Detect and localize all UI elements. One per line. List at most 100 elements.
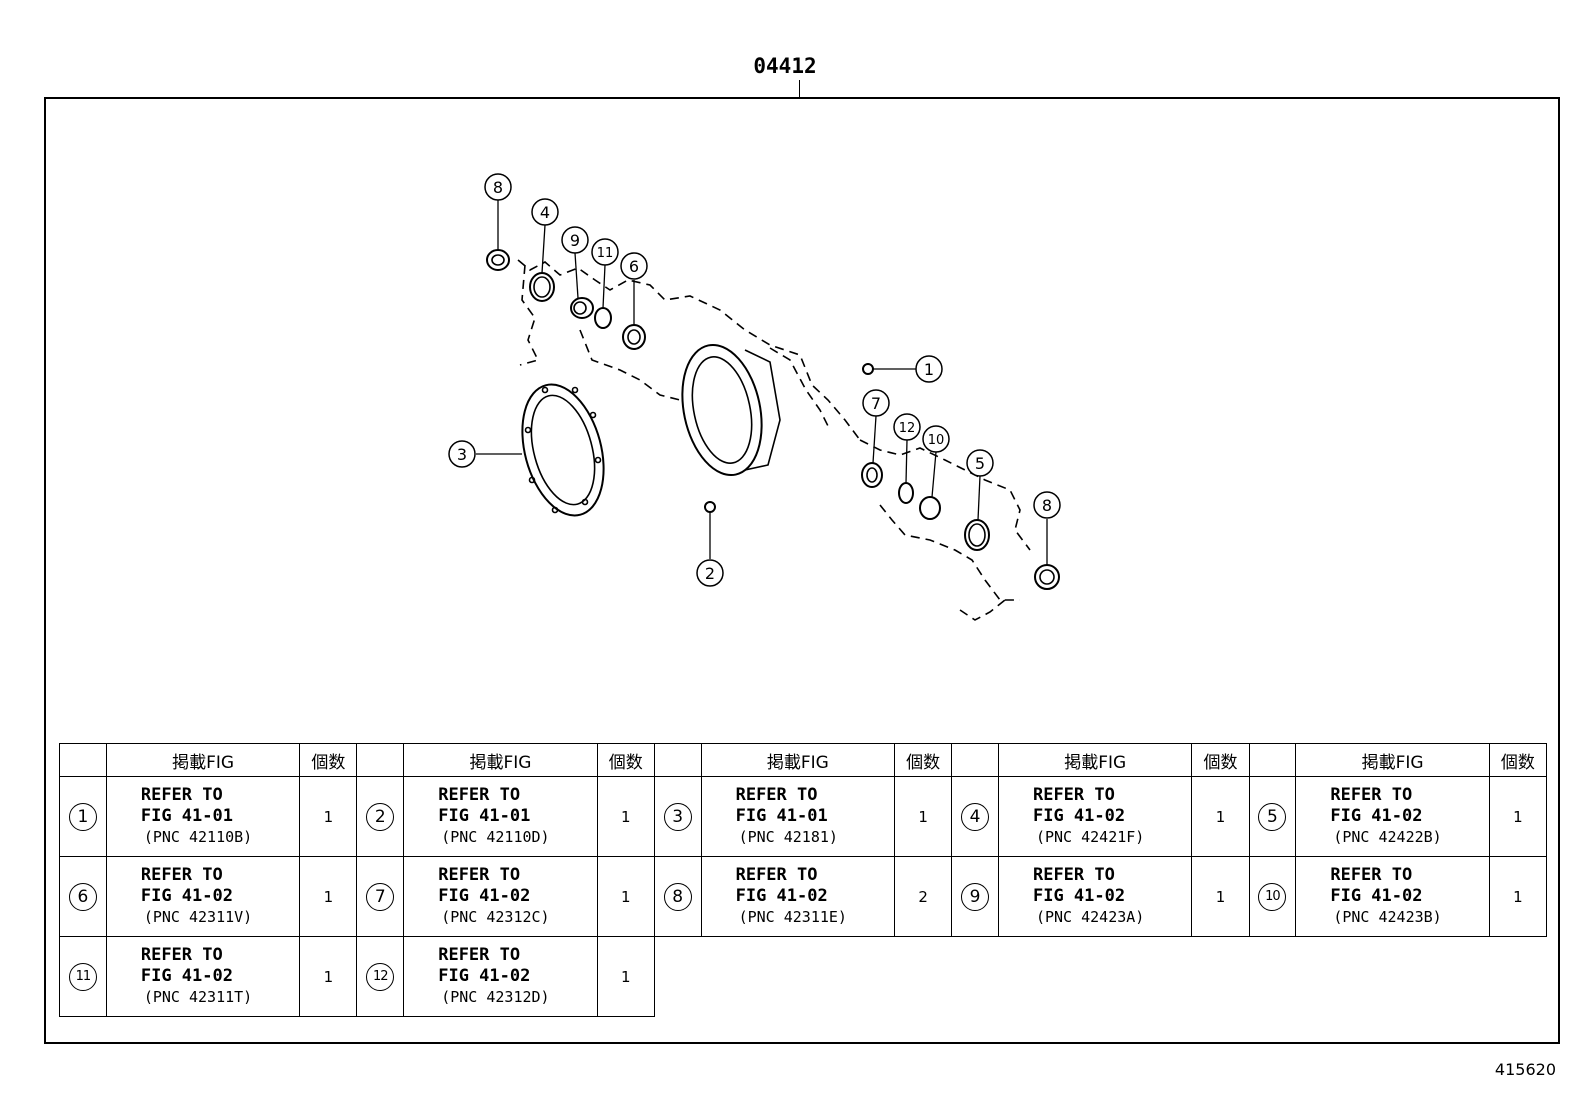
part-8b xyxy=(1034,564,1060,590)
pnc-text: (PNC 42423A) xyxy=(1035,908,1145,926)
header-qty-cell: 個数 xyxy=(894,743,953,777)
part-number-badge: 1 xyxy=(68,802,97,831)
pnc-text: (PNC 42312D) xyxy=(441,988,550,1006)
fig-number-text: FIG 41-02 xyxy=(438,966,531,986)
part-number-cell: 6 xyxy=(59,856,107,937)
fig-number-text: FIG 41-01 xyxy=(140,806,233,826)
callout-3-label: 3 xyxy=(457,445,467,464)
part-number-badge: 8 xyxy=(663,882,692,911)
callout-8b-label: 8 xyxy=(1042,496,1052,515)
callout-circles xyxy=(448,173,1061,587)
part-number-cell: 7 xyxy=(356,856,405,937)
fig-number-text: FIG 41-01 xyxy=(438,806,531,826)
refer-to-text: REFER TO xyxy=(735,865,818,885)
header-fig-cell: 掲載FIG xyxy=(997,743,1193,777)
part-number-badge: 7 xyxy=(366,882,395,911)
header-qty-cell: 個数 xyxy=(1488,743,1548,777)
fig-number-text: FIG 41-02 xyxy=(1330,886,1423,906)
quantity-cell: 1 xyxy=(596,776,655,857)
pnc-text: (PNC 42423B) xyxy=(1333,908,1442,926)
housing-flange xyxy=(681,343,781,477)
part-number-cell: 10 xyxy=(1248,856,1297,937)
callout-8a-label: 8 xyxy=(493,178,503,197)
pnc-text: (PNC 42311T) xyxy=(143,988,253,1006)
header-qty-cell: 個数 xyxy=(596,743,655,777)
header-no-cell xyxy=(59,743,107,777)
quantity-cell: 1 xyxy=(1191,776,1250,857)
refer-to-text: REFER TO xyxy=(1032,865,1115,885)
callout-9-label: 9 xyxy=(570,231,580,250)
fig-number-text: FIG 41-02 xyxy=(438,886,531,906)
gasket-part xyxy=(521,383,605,517)
pnc-text: (PNC 42110D) xyxy=(441,828,550,846)
part-5 xyxy=(964,519,990,551)
header-qty-cell: 個数 xyxy=(1191,743,1250,777)
part-number-cell: 1 xyxy=(59,776,107,857)
refer-to-text: REFER TO xyxy=(140,945,223,965)
header-no-cell xyxy=(356,743,405,777)
callout-11-label: 11 xyxy=(597,246,614,261)
header-no-cell xyxy=(653,743,702,777)
quantity-cell: 1 xyxy=(299,936,358,1017)
pnc-text: (PNC 42312C) xyxy=(441,908,550,926)
part-8a xyxy=(486,249,510,271)
quantity-cell: 1 xyxy=(596,936,655,1017)
quantity-cell: 1 xyxy=(596,856,655,937)
refer-to-text: REFER TO xyxy=(735,785,818,805)
part-number-badge: 3 xyxy=(663,802,692,831)
fig-number-text: FIG 41-02 xyxy=(1032,886,1126,906)
fig-number-text: FIG 41-02 xyxy=(140,886,233,906)
part-number-cell: 4 xyxy=(951,776,999,857)
empty-table-area xyxy=(654,937,1546,1017)
part-12 xyxy=(898,482,914,504)
quantity-cell: 2 xyxy=(894,856,953,937)
part-number-badge: 9 xyxy=(961,882,990,911)
header-no-cell xyxy=(951,743,999,777)
part-6 xyxy=(622,324,646,350)
refer-to-text: REFER TO xyxy=(438,945,521,965)
part-11 xyxy=(594,307,612,329)
callout-1-label: 1 xyxy=(924,360,934,379)
refer-to-text: REFER TO xyxy=(438,865,521,885)
callout-10-label: 10 xyxy=(928,433,945,448)
header-fig-cell: 掲載FIG xyxy=(1295,743,1490,777)
pnc-text: (PNC 42181) xyxy=(738,828,838,846)
pnc-text: (PNC 42311E) xyxy=(738,908,847,926)
pnc-text: (PNC 42311V) xyxy=(143,908,253,926)
quantity-cell: 1 xyxy=(1191,856,1250,937)
refer-to-text: REFER TO xyxy=(1032,785,1115,805)
part-number-badge: 2 xyxy=(366,802,395,831)
refer-to-text: REFER TO xyxy=(1330,785,1413,805)
part-number-cell: 8 xyxy=(653,856,702,937)
diagram-frame xyxy=(44,97,1560,1044)
quantity-cell: 1 xyxy=(299,776,358,857)
fig-number-text: FIG 41-02 xyxy=(1032,806,1126,826)
header-fig-cell: 掲載FIG xyxy=(700,743,896,777)
part-number-cell: 12 xyxy=(356,936,405,1017)
part-7 xyxy=(861,462,883,488)
callout-leaders xyxy=(476,200,1048,565)
part-10 xyxy=(919,496,941,520)
table-header-row: 掲載FIG 個数 掲載FIG 個数 掲載FIG 個数 掲載FIG 個数 掲載FI… xyxy=(59,743,1548,777)
part-number-badge: 4 xyxy=(961,802,990,831)
exploded-view-illustration: 8 4 9 11 6 1 7 12 10 5 8 3 2 xyxy=(448,173,1061,621)
illustration-number: 415620 xyxy=(1494,1060,1556,1079)
fig-number-text: FIG 41-02 xyxy=(140,966,233,986)
quantity-cell: 1 xyxy=(299,856,358,937)
pnc-text: (PNC 42421F) xyxy=(1035,828,1145,846)
fig-number-text: FIG 41-02 xyxy=(735,886,828,906)
part-number-cell: 5 xyxy=(1248,776,1297,857)
fig-number-text: FIG 41-02 xyxy=(1330,806,1423,826)
part-number-badge: 11 xyxy=(68,962,97,991)
